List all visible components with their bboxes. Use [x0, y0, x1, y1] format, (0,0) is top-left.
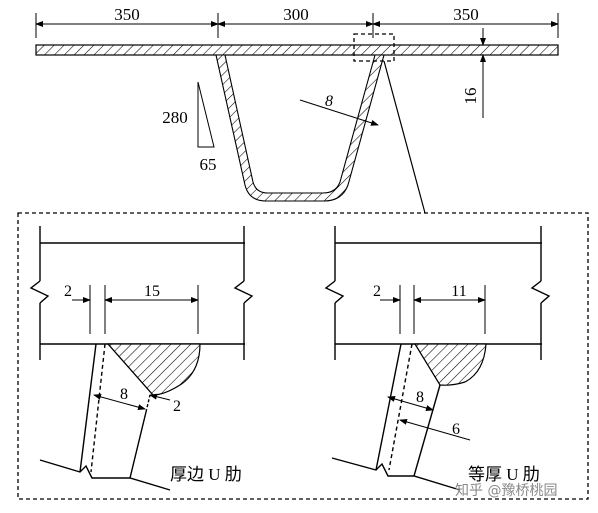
watermark: 知乎 @豫桥桃园 [455, 482, 557, 499]
detail-right-plate [324, 226, 551, 360]
slope-triangle [197, 81, 215, 148]
dim-left-t: 8 [120, 386, 128, 403]
dim-mid-300: 300 [283, 5, 309, 24]
dim-slope-rise: 280 [162, 108, 188, 127]
dim-right-c: 6 [452, 421, 460, 438]
dim-rib-thickness: 8 [325, 93, 333, 110]
detail-callout-box [353, 33, 395, 62]
detail-callout-leader [383, 60, 426, 214]
detail-left-dims [72, 285, 199, 411]
detail-right-dims [380, 285, 486, 441]
detail-frame [17, 212, 589, 500]
dim-left-350: 350 [114, 5, 140, 24]
dim-right-t: 8 [416, 389, 424, 406]
dim-plate-thickness: 16 [461, 88, 480, 105]
detail-right: 2 11 8 6 等厚 U 肋 [324, 226, 551, 491]
rib-thickness-leader [299, 99, 379, 126]
detail-right-caption: 等厚 U 肋 [468, 465, 540, 484]
dim-left-a: 2 [64, 283, 72, 300]
detail-left-caption: 厚边 U 肋 [170, 465, 242, 484]
top-view: 350 300 350 16 8 280 65 [35, 5, 559, 214]
top-dimension-chain [35, 13, 559, 38]
detail-right-weld [413, 343, 487, 386]
dim-right-a: 2 [373, 283, 381, 300]
dim-right-b: 11 [451, 283, 466, 300]
deck-plate [35, 44, 559, 56]
dim-right-350: 350 [453, 5, 479, 24]
detail-left: 2 15 8 2 厚边 U 肋 [29, 226, 254, 491]
u-rib [215, 54, 385, 202]
dim-slope-run: 65 [200, 155, 217, 174]
dim-left-c: 2 [173, 398, 181, 415]
detail-left-weld [106, 343, 201, 396]
dim-left-b: 15 [144, 283, 160, 300]
